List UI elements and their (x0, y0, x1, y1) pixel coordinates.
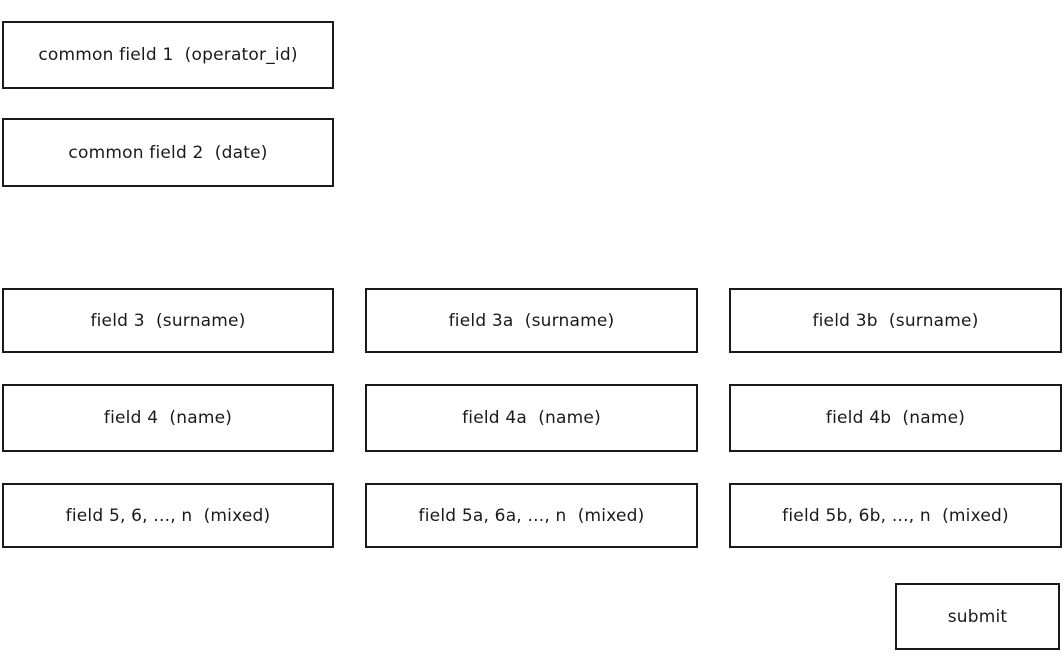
field-3a-input[interactable]: field 3a (surname) (365, 288, 698, 353)
field-5-n-input[interactable]: field 5, 6, ..., n (mixed) (2, 483, 334, 548)
field-4b-input[interactable]: field 4b (name) (729, 384, 1062, 452)
common-field-1-input[interactable]: common field 1 (operator_id) (2, 21, 334, 89)
field-3a-label: field 3a (surname) (448, 310, 615, 331)
field-4-input[interactable]: field 4 (name) (2, 384, 334, 452)
field-4a-label: field 4a (name) (462, 408, 601, 428)
field-4-label: field 4 (name) (103, 408, 233, 428)
submit-button-label: submit (947, 606, 1008, 627)
field-5b-n-label: field 5b, 6b, ..., n (mixed) (782, 505, 1009, 526)
field-4b-label: field 4b (name) (825, 408, 966, 428)
common-field-2-input[interactable]: common field 2 (date) (2, 118, 334, 187)
field-5b-n-input[interactable]: field 5b, 6b, ..., n (mixed) (729, 483, 1062, 548)
field-5a-n-label: field 5a, 6a, ..., n (mixed) (418, 505, 645, 526)
common-field-1-label: common field 1 (operator_id) (38, 45, 298, 65)
field-4a-input[interactable]: field 4a (name) (365, 384, 698, 452)
field-3-label: field 3 (surname) (90, 310, 246, 331)
field-3b-input[interactable]: field 3b (surname) (729, 288, 1062, 353)
field-3-input[interactable]: field 3 (surname) (2, 288, 334, 353)
common-field-2-label: common field 2 (date) (68, 142, 268, 163)
submit-button[interactable]: submit (895, 583, 1060, 650)
field-3b-label: field 3b (surname) (812, 310, 979, 331)
field-5a-n-input[interactable]: field 5a, 6a, ..., n (mixed) (365, 483, 698, 548)
field-5-n-label: field 5, 6, ..., n (mixed) (65, 505, 271, 526)
